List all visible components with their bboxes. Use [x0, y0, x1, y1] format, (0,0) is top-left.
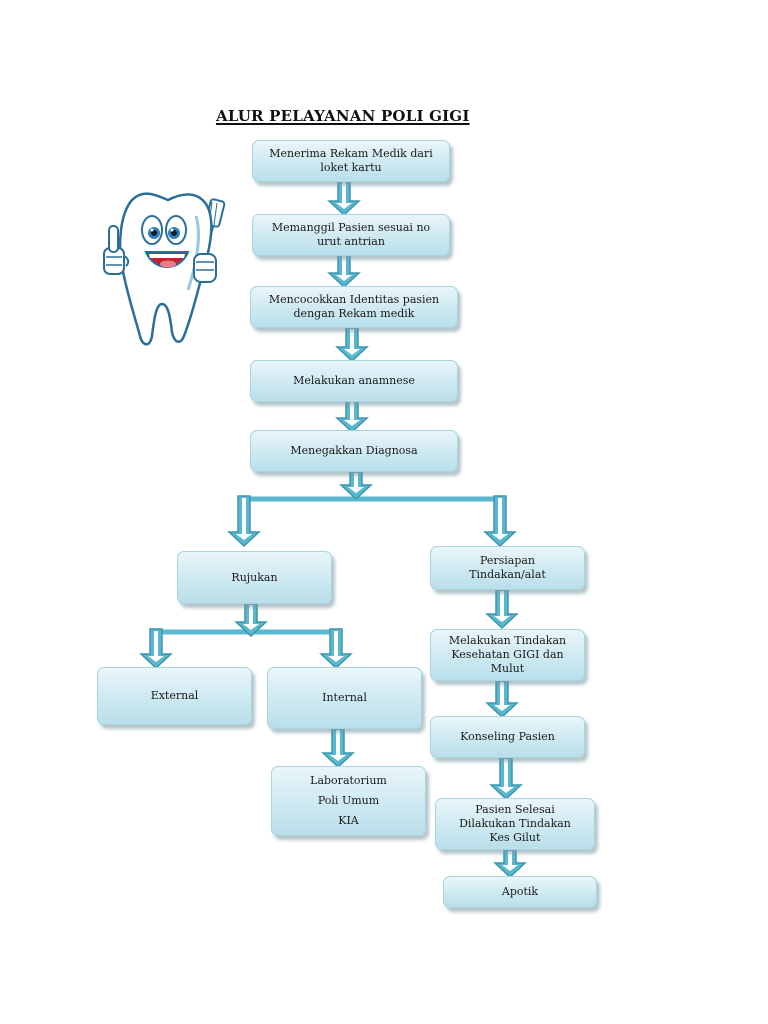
arrow-highlight: [494, 591, 510, 622]
step-counseling: Konseling Pasien: [430, 716, 585, 758]
step-referral: Rujukan: [177, 551, 332, 604]
arrow-highlight: [344, 402, 360, 426]
arrow-highlight: [344, 329, 360, 355]
arrow-highlight: [148, 631, 164, 662]
step-external: External: [97, 667, 252, 725]
arrow-highlight: [330, 730, 346, 761]
step-internal: Internal: [267, 667, 422, 729]
arrow-highlight: [492, 498, 508, 540]
arrow-highlight: [348, 473, 364, 493]
arrow-highlight: [336, 256, 352, 281]
arrow-highlight: [494, 682, 510, 711]
arrow-highlight: [243, 605, 259, 630]
connector-bar: [244, 496, 500, 502]
step-diagnosis: Menegakkan Diagnosa: [250, 430, 458, 472]
eye-icon: [141, 215, 187, 245]
step-pharmacy: Apotik: [443, 876, 597, 908]
arrow-highlight: [336, 182, 352, 209]
step-anamnesis: Melakukan anamnese: [250, 360, 458, 402]
arrow-highlight: [502, 851, 518, 871]
arrow-highlight: [236, 498, 252, 540]
thumbs-up-icon: [103, 225, 130, 275]
arrow-highlight: [498, 759, 514, 793]
arrow-highlight: [328, 631, 344, 662]
tooth-mascot-icon: [103, 192, 226, 346]
page-title: ALUR PELAYANAN POLI GIGI: [216, 107, 470, 125]
